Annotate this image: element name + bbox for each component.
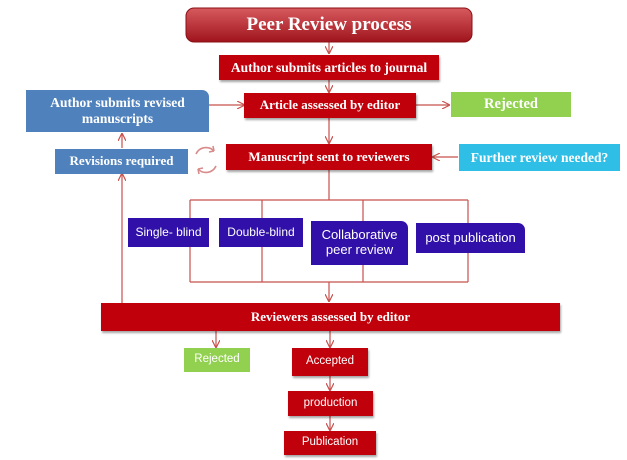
- node-revisions-required: Revisions required: [55, 149, 188, 174]
- node-double-blind: Double-blind: [219, 218, 303, 247]
- node-rejected-1: Rejected: [451, 92, 571, 117]
- node-assessed-by-editor: Article assessed by editor: [244, 93, 416, 118]
- node-single-blind: Single- blind: [128, 218, 209, 247]
- node-collaborative: Collaborative peer review: [311, 221, 408, 265]
- node-author-revised: Author submits revised manuscripts: [26, 90, 209, 132]
- node-accepted: Accepted: [292, 348, 368, 376]
- cycle-arrows-icon: [195, 145, 217, 175]
- node-publication: Publication: [284, 431, 376, 455]
- title-banner-shape: [185, 7, 473, 43]
- node-reviewers-assessed: Reviewers assessed by editor: [101, 303, 560, 331]
- page-title: Peer Review process: [246, 14, 412, 36]
- node-sent-to-reviewers: Manuscript sent to reviewers: [226, 144, 432, 170]
- node-author-submits: Author submits articles to journal: [219, 55, 439, 80]
- node-post-publication: post publication: [416, 223, 525, 253]
- node-production: production: [288, 391, 373, 416]
- node-further-review: Further review needed?: [459, 144, 620, 171]
- node-rejected-2: Rejected: [184, 348, 250, 372]
